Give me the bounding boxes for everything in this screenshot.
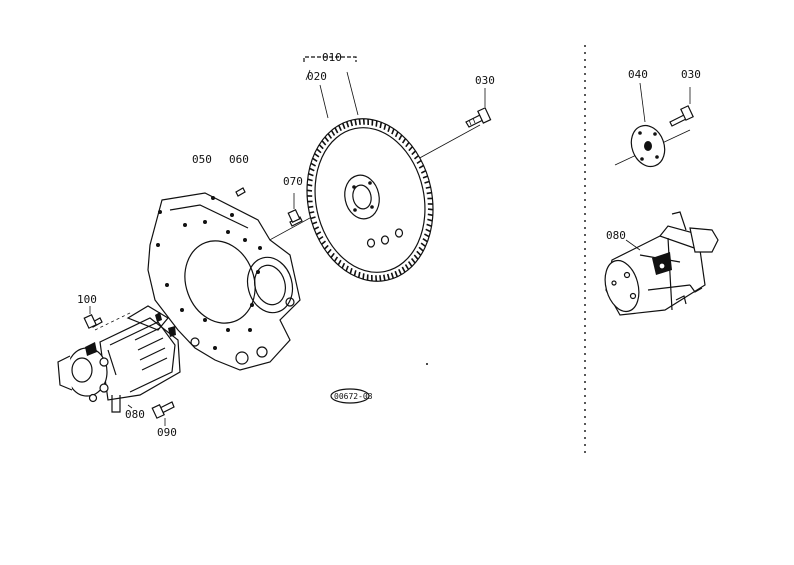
stray-dot [426,363,428,365]
label-080-side: 080 [606,229,626,242]
gear-tooth [428,214,433,215]
gear-tooth [363,273,364,279]
label-060: 060 [229,153,249,166]
flange-bolt-part [670,87,693,126]
label-010: 010 [322,51,342,64]
label-020: 020 [307,70,327,83]
gear-tooth [359,119,360,125]
gear-tooth [384,275,385,281]
gear-tooth [308,207,313,208]
flywheel-bolt-part [466,88,491,127]
plate-bolt-part [288,193,302,226]
gear-tooth [309,212,314,213]
leader-020 [320,85,328,118]
leader-040 [640,83,645,122]
gear-tooth [307,190,312,191]
gear-tooth [355,119,356,125]
starter-motor-part [58,306,180,412]
label-030-side: 030 [681,68,701,81]
starter-motor-variant-part [600,212,718,315]
flywheel-part [292,107,447,293]
label-080-main: 080 [125,408,145,421]
label-040: 040 [628,68,648,81]
gear-tooth [426,187,431,188]
gear-tooth [380,122,381,128]
flange-plate-part [626,121,670,171]
starter-bolt-upper-part [84,306,102,328]
gear-tooth [428,209,433,210]
label-030-main: 030 [475,74,495,87]
gear-tooth [380,275,381,281]
label-050: 050 [192,153,212,166]
gear-tooth [376,121,377,127]
dowel-pin-part [236,188,245,196]
drawing-code-label: 00672-03 [334,392,373,401]
label-100: 100 [77,293,97,306]
gear-tooth [307,185,312,186]
label-070: 070 [283,175,303,188]
label-090: 090 [157,426,177,439]
leader-080-side [626,240,640,250]
starter-bolt-lower-part [152,402,174,426]
leader-010 [347,72,358,115]
gear-tooth [427,193,432,194]
gear-tooth [359,272,360,278]
